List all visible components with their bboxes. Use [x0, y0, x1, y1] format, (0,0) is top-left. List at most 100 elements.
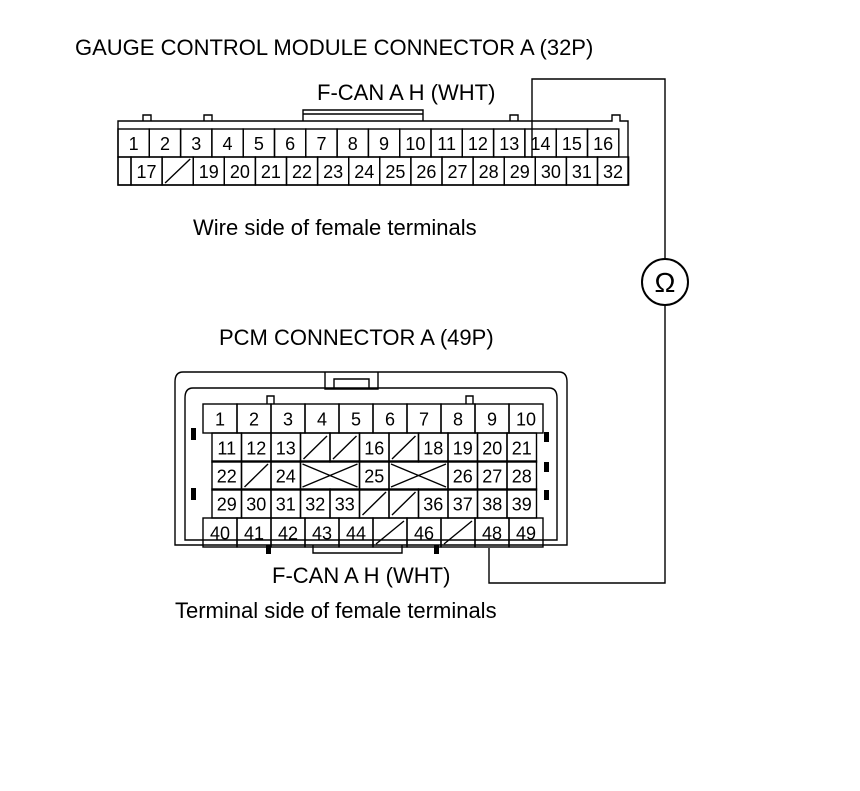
terminal-label: 2 [249, 410, 259, 430]
terminal-label: 32 [305, 495, 325, 515]
terminal-label: 24 [276, 467, 296, 487]
gauge-terminal: 26 [410, 156, 443, 186]
gauge-terminal: 30 [534, 156, 568, 186]
pcm-row1-cell: 3 [270, 403, 306, 434]
gauge-terminal [161, 156, 194, 186]
ohmmeter-icon: Ω [641, 258, 689, 306]
pcm-row2-cell [329, 432, 361, 463]
gauge-terminal: 4 [211, 128, 244, 158]
terminal-label: 41 [244, 524, 264, 544]
pcm-row4-cell: 37 [447, 488, 479, 519]
terminal-label: 1 [215, 410, 225, 430]
pcm-row1-cell: 7 [406, 403, 442, 434]
terminal-label: 2 [160, 134, 170, 154]
gauge-terminal: 13 [492, 128, 526, 158]
terminal-label: 28 [512, 467, 532, 487]
terminal-label: 21 [261, 162, 281, 182]
gauge-terminal: 2 [148, 128, 182, 158]
pcm-row1-cell: 6 [372, 403, 408, 434]
meter-wiring: Ω [488, 78, 689, 584]
terminal-label: 26 [453, 467, 473, 487]
terminal-label: 20 [230, 162, 250, 182]
gauge-terminal: 16 [586, 128, 620, 158]
pcm-row2-cell: 18 [417, 432, 449, 463]
terminal-label: 7 [316, 134, 326, 154]
terminal-label: 11 [217, 439, 236, 459]
gauge-terminal: 19 [192, 156, 225, 186]
terminal-label: 27 [482, 467, 502, 487]
terminal-label: 4 [223, 134, 233, 154]
terminal-label: 29 [217, 495, 237, 515]
gauge-terminal: 3 [179, 128, 213, 158]
terminal-label: 9 [487, 410, 497, 430]
pcm-row3-cell [240, 460, 272, 491]
gauge-terminal: 10 [399, 128, 432, 158]
terminal-label: 21 [512, 439, 532, 459]
terminal-label: 40 [210, 524, 230, 544]
gauge-terminal: 24 [348, 156, 381, 186]
terminal-label: 49 [516, 524, 536, 544]
terminal-label: 24 [354, 162, 374, 182]
terminal-label: 26 [416, 162, 436, 182]
gauge-connector-caption: Wire side of female terminals [193, 215, 477, 240]
gauge-terminal [117, 156, 132, 186]
terminal-label: 30 [246, 495, 266, 515]
pcm-row1-cell: 8 [440, 403, 476, 434]
pcm-row2-cell [299, 432, 331, 463]
pcm-row4-cell: 29 [211, 488, 243, 519]
gauge-connector-title: GAUGE CONTROL MODULE CONNECTOR A (32P) [75, 35, 593, 60]
pcm-row3-cell: 26 [447, 460, 479, 491]
gauge-terminal: 21 [254, 156, 288, 186]
gauge-terminal: 23 [316, 156, 350, 186]
terminal-label: 13 [499, 134, 519, 154]
pcm-row3-cell [299, 460, 361, 491]
terminal-label: 6 [385, 410, 395, 430]
terminal-label: 3 [191, 134, 201, 154]
pcm-row3-cell: 25 [358, 460, 390, 491]
pcm-row2-cell: 12 [240, 432, 272, 463]
terminal-label: 22 [292, 162, 312, 182]
gauge-terminal: 29 [503, 156, 537, 186]
terminal-label: 6 [285, 134, 295, 154]
terminal-label: 32 [603, 162, 623, 182]
gauge-terminal: 1 [117, 128, 150, 158]
pcm-row5-cell: 41 [236, 517, 272, 548]
gauge-terminal: 22 [285, 156, 319, 186]
pcm-row4-cell: 31 [270, 488, 302, 519]
terminal-label: 28 [479, 162, 499, 182]
terminal-label: 27 [448, 162, 468, 182]
gauge-terminal: 31 [565, 156, 599, 186]
gauge-terminal: 6 [273, 128, 307, 158]
pcm-row4-cell: 36 [417, 488, 449, 519]
terminal-label: 19 [453, 439, 473, 459]
pcm-row4-cell [358, 488, 390, 519]
pcm-row5-cell: 42 [270, 517, 306, 548]
pcm-row1-cell: 10 [508, 403, 544, 434]
gauge-terminal: 12 [461, 128, 495, 158]
pcm-row5-cell [372, 517, 408, 548]
gauge-terminal: 27 [441, 156, 474, 186]
pcm-row1-cell: 2 [236, 403, 272, 434]
terminal-label: 11 [437, 134, 456, 154]
ohm-symbol: Ω [655, 267, 676, 298]
terminal-label: 31 [572, 162, 592, 182]
pcm-row1-cell: 5 [338, 403, 374, 434]
terminal-label: 15 [562, 134, 582, 154]
gauge-terminal: 32 [596, 156, 630, 186]
pcm-row3-cell: 27 [476, 460, 508, 491]
pcm-row5-cell [440, 517, 476, 548]
terminal-label: 25 [364, 467, 384, 487]
terminal-label: 1 [129, 134, 139, 154]
terminal-label: 38 [482, 495, 502, 515]
terminal-label: 20 [482, 439, 502, 459]
pcm-row4-cell: 33 [329, 488, 361, 519]
pcm-row5-cell: 44 [338, 517, 374, 548]
pcm-row3-cell: 22 [211, 460, 243, 491]
pcm-connector-caption: Terminal side of female terminals [175, 598, 497, 623]
terminal-label: 37 [453, 495, 473, 515]
gauge-terminal: 15 [555, 128, 589, 158]
terminal-label: 5 [351, 410, 361, 430]
terminal-label: 33 [335, 495, 355, 515]
terminal-label: 16 [364, 439, 384, 459]
